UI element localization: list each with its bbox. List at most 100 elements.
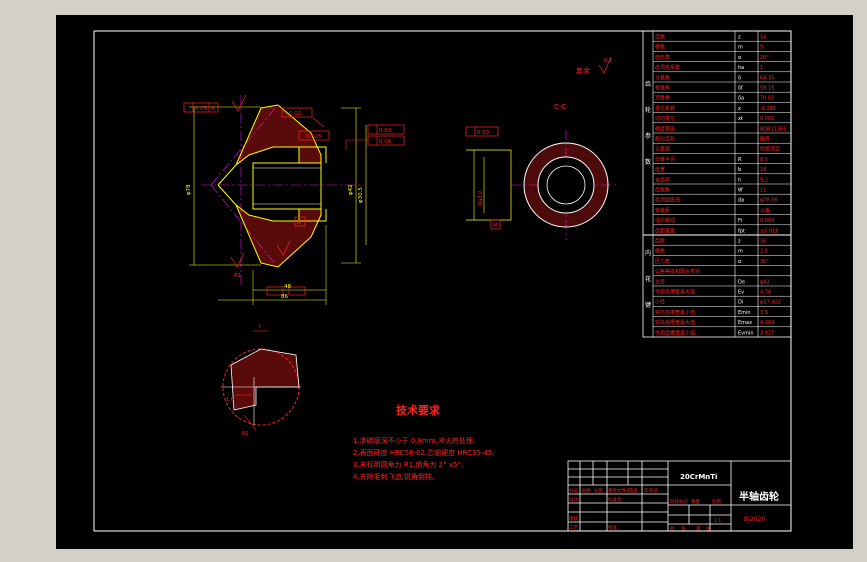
param-name: 顶锥角 [655,95,670,102]
dim-label: 1.6 [226,397,234,403]
title-cell: 标记 [569,487,578,494]
detail-view: I [221,323,301,431]
title-cell: 工艺 [569,525,578,531]
tech-requirement-item: 1.渗碳层深不小于 0.8mm,淬火热处理; [353,436,475,445]
title-cell: 标准化 [608,496,622,503]
cad-viewport[interactable]: 0.03 A 0.02 0.025 0.03 0.06 φ78 φ42 φ30.… [56,15,853,549]
tech-requirement-item: 4.去除毛刺飞边,锐角倒钝。 [353,472,439,481]
dim-label: Ra3.2 [478,191,484,205]
param-value: 3.927 [760,330,774,336]
param-symbol: Emax [738,320,752,326]
dim-label: 0.03 [195,106,208,112]
param-value: 4.76 [760,290,771,296]
param-name: 作用齿槽宽最小值 [655,329,695,336]
title-cell: 分区 [594,487,603,494]
title-cell: 重量 [691,498,700,505]
title-block [567,460,792,532]
param-name: 齿距偏差 [655,227,675,234]
title-cell: 设计 [569,496,578,503]
param-symbol: α [738,259,742,265]
tech-requirements-title: 技术要求 [396,403,441,417]
part-name: 半轴齿轮 [739,490,779,503]
param-symbol: xt [738,116,743,122]
param-name: 分锥角 [655,74,670,81]
param-symbol: m [738,249,743,255]
dim-label: 48 [284,284,291,290]
param-value: -0.285 [760,106,776,112]
param-symbol: δf [738,86,743,92]
dim-label: φ30.5 [358,187,364,203]
title-cell: 年月日 [644,487,658,494]
spline-side-label: 键 [645,301,651,309]
title-cell: 共 [670,525,675,532]
tech-requirement-item: 3.未标明圆角为 R1,倒角为 2° x5°; [353,460,463,469]
param-name: 齿宽 [655,166,665,173]
detail-dimensions: 1.6 R1 [226,397,249,437]
param-value: φ37.402 [760,300,781,306]
dim-label: φ78 [186,184,192,195]
param-name: 公差等级和配合类别 [655,268,700,275]
param-value: 20° [760,55,769,61]
param-value: 18 [760,167,766,173]
drawing-number: BJ2020 [744,516,765,523]
param-name: 齿形角 [655,54,670,61]
param-name: 安装距 [655,207,670,214]
param-value: 64.35 [760,75,774,81]
param-value: φ78.56 [760,198,778,204]
param-symbol: Ev [738,290,744,296]
param-side-label: 轮 [645,106,651,114]
param-value: 5 [760,45,763,51]
param-value: 8.5 [760,157,768,163]
param-name: 公差组 [655,146,670,153]
dim-label: R1 [242,431,249,437]
param-value: ±0.016 [760,228,779,234]
dim-label: 0.06 [379,139,392,145]
title-cell: 比例 [712,498,721,505]
title-cell: 更改文件号 [608,487,631,494]
dim-label: 0.025 [306,134,322,140]
param-value: 59.15 [760,86,774,92]
tech-requirements: 技术要求 1.渗碳层深不小于 0.8mm,淬火热处理; 2.表面硬度 HRC58… [353,403,495,481]
param-name: 齿数 [655,238,665,245]
roughness-value: 6.3 [604,58,612,64]
section-label: C-C [554,103,566,111]
param-symbol: Fr [738,218,744,224]
param-name: 小径 [655,299,665,306]
param-value: 0.060 [760,218,774,224]
param-name: 齿数 [655,34,665,41]
param-value: 图号 [760,137,770,143]
roughness-note-text: 其余 [576,66,590,75]
param-symbol: R [738,157,742,163]
param-name: 齿顶高系数 [655,64,680,71]
param-name: 模数 [655,248,665,255]
param-value: 9.2 [760,177,768,183]
spline-dimensions: 0.03 Ra3.2 M [477,130,498,229]
param-value: 公差 [760,207,770,214]
param-symbol: Di [738,300,743,306]
param-value: 8GB11365 [760,126,786,132]
tech-requirement-item: 2.表面硬度 HRC58-62,芯部硬度 HRC35-45; [353,448,495,457]
param-value: 2.5 [760,249,768,255]
param-symbol: fpt [738,228,745,234]
param-symbol: h [738,177,741,183]
title-cell: 处数 [582,487,591,494]
param-symbol: Emin [738,310,751,316]
gear-section-view [183,94,405,305]
title-cell: 第 [696,525,701,532]
param-name: 实际齿槽宽最大值 [655,319,695,326]
detail-label: I [259,323,261,330]
title-block-text: 20CrMnTi 半轴齿轮 BJ2020 标记 处数 分区 更改文件号 签名 年… [569,473,779,532]
title-cell: 张 [681,525,686,532]
param-symbol: δ [738,75,741,81]
param-symbol: α [738,55,742,61]
spline-section-view: C-C [465,103,616,240]
param-symbol: da [738,198,744,204]
param-value: 16 [760,35,766,41]
param-symbol: m [738,45,743,51]
title-cell: 张 [706,525,711,532]
param-name: 切向变位 [655,115,675,122]
param-symbol: ha [738,65,744,71]
title-cell: 审核 [569,515,578,522]
roughness-note: 其余 6.3 [576,56,612,75]
